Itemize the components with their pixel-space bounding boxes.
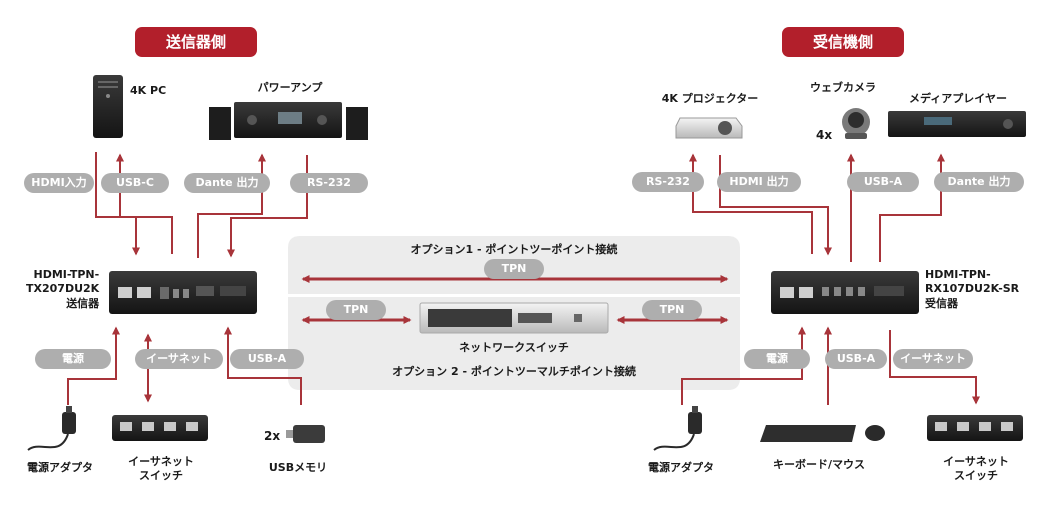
keyboard-mouse-icon (760, 425, 885, 442)
tpn-arrows (301, 275, 729, 324)
webcam-qty-label: 4x (816, 128, 833, 142)
usb-qty-label: 2x (264, 429, 281, 443)
tx-arrows (67, 152, 308, 405)
tx-port-rs232: RS-232 (290, 173, 368, 193)
media-player-icon (888, 111, 1026, 137)
tx-psu-label: 電源アダプタ (27, 461, 93, 474)
rx-ethernet-switch-icon (927, 415, 1023, 441)
power-amplifier-icon (209, 102, 368, 140)
tx-port-ethernet: イーサネット (135, 349, 223, 369)
projector-label: 4K プロジェクター (661, 92, 759, 105)
rx-switch-label: イーサネット スイッチ (943, 455, 1009, 483)
rx-port-usb-a-bottom: USB-A (825, 349, 887, 369)
tx-power-adapter-icon (27, 406, 76, 451)
network-panel-divider (288, 294, 740, 297)
transmitter-side-header: 送信器側 (135, 27, 257, 57)
webcam-label: ウェブカメラ (810, 81, 876, 94)
rx-unit-device (771, 271, 919, 314)
rx-port-hdmi-out: HDMI 出力 (717, 172, 801, 192)
tpn-pill-left: TPN (326, 300, 386, 320)
network-switch-device (419, 302, 609, 334)
rx-port-usb-a: USB-A (847, 172, 919, 192)
usb-label: USBメモリ (268, 461, 328, 474)
keyboard-label: キーボード/マウス (772, 458, 866, 471)
rx-port-dante-out: Dante 出力 (934, 172, 1024, 192)
rx-port-rs232: RS-232 (632, 172, 704, 192)
pc-label: 4K PC (130, 84, 167, 97)
player-label: メディアプレイヤー (909, 92, 1007, 105)
amp-label: パワーアンプ (257, 81, 323, 94)
receiver-side-header: 受信機側 (782, 27, 904, 57)
tx-port-hdmi-in: HDMI入力 (24, 173, 94, 193)
usb-stick-icon (286, 425, 325, 443)
pc-tower-icon (93, 75, 123, 138)
rx-power-adapter-icon (653, 406, 702, 451)
tx-unit-device (109, 271, 257, 314)
tx-port-power: 電源 (35, 349, 111, 369)
tx-port-usb-c: USB-C (101, 173, 169, 193)
option1-label: オプション1 - ポイントツーポイント接続 (410, 243, 618, 256)
rx-port-power: 電源 (744, 349, 810, 369)
rx-psu-label: 電源アダプタ (648, 461, 714, 474)
tx-switch-label: イーサネット スイッチ (128, 455, 194, 483)
tx-ethernet-switch-icon (112, 415, 208, 441)
network-switch-label: ネットワークスイッチ (459, 341, 569, 354)
rx-unit-label: HDMI-TPN- RX107DU2K-SR 受信器 (925, 268, 1020, 310)
tx-port-usb-a: USB-A (230, 349, 304, 369)
option2-label: オプション 2 - ポイントツーマルチポイント接続 (392, 365, 636, 378)
tx-port-dante-out: Dante 出力 (184, 173, 270, 193)
tx-unit-label: HDMI-TPN- TX207DU2K 送信器 (26, 268, 100, 310)
tpn-pill-option1: TPN (484, 259, 544, 279)
webcam-icon (842, 108, 870, 139)
tpn-pill-right: TPN (642, 300, 702, 320)
projector-icon (675, 117, 743, 139)
rx-port-ethernet: イーサネット (893, 349, 973, 369)
